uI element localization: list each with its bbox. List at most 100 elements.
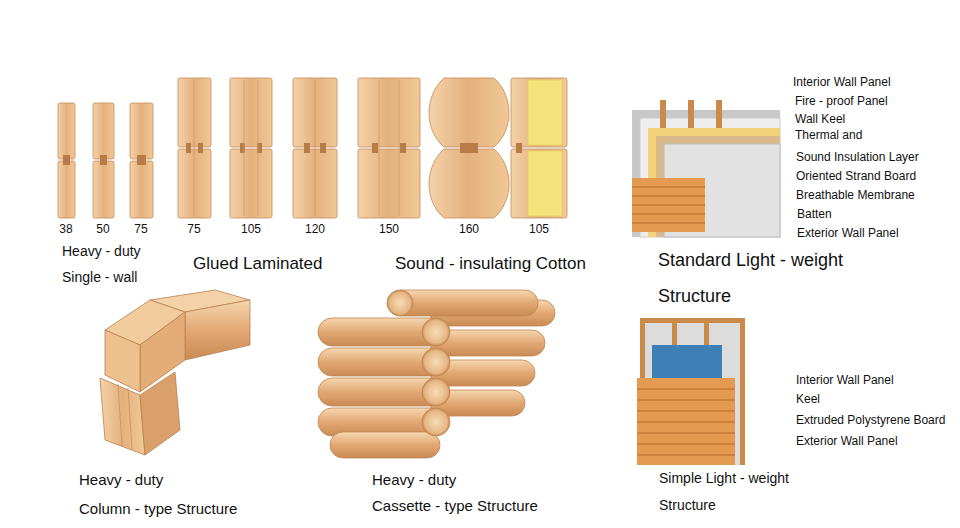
groove [304,143,310,153]
groove [63,155,70,165]
dimension-label: 75 [187,222,200,236]
siding-lines [632,187,705,223]
groove [320,143,326,153]
wall-profiles [58,78,567,218]
round-log-profile [429,149,509,218]
groove-line [128,388,132,450]
corner-joint [100,290,250,455]
category-label: Glued Laminated [193,254,322,274]
profile-block [511,78,567,147]
round-log-profile [429,78,509,147]
groove [460,143,478,153]
insulation-core [528,151,562,216]
siding-line [632,187,705,188]
profile-block [178,149,211,218]
siding-line [637,389,735,390]
profile-block [511,149,567,218]
lamella-line [379,80,380,216]
profile-block [230,78,272,147]
dimension-label: 160 [459,222,479,236]
siding-lines [637,389,735,455]
structure-title: Simple Light - weight Structure [659,465,829,519]
simple-wall-section [637,318,745,465]
siding-line [637,411,735,412]
siding-line [632,205,705,206]
layer-label: Wall Keel [795,112,845,126]
log [330,432,440,458]
layer-label: Interior Wall Panel [793,75,891,89]
groove [186,143,191,153]
top-plate [640,318,745,323]
structure-title: Column - type Structure [79,500,237,518]
interior-panel [632,110,780,237]
layer-label: Fire - proof Panel [795,94,888,108]
category-label: Sound - insulating Cotton [395,254,586,274]
post [100,378,145,455]
dimension-label: 120 [305,222,325,236]
structure-title: Cassette - type Structure [372,497,538,515]
log-end [387,290,413,316]
log-corner [318,290,555,458]
groove [516,143,522,153]
siding-line [632,196,705,197]
layer-label: Batten [797,207,832,221]
dimension-label: 105 [529,222,549,236]
layer-label: Breathable Membrane [796,188,915,202]
log-end [422,318,450,346]
structure-title: Standard Light - weight Structure [658,242,908,314]
dimension-label: 150 [379,222,399,236]
exterior-siding [632,178,705,232]
profile-block [130,161,153,218]
standard-wall-section [632,100,780,237]
groove-line [118,384,122,446]
profile-block [358,149,420,218]
profile-grooves [63,143,522,165]
dimension-label: 50 [96,222,109,236]
profile-block [58,161,75,218]
lamella-lines [194,80,399,216]
log [388,290,538,316]
log-end [422,408,450,436]
beam-side [185,300,250,360]
groove [137,155,146,165]
layer-label: Exterior Wall Panel [797,226,899,240]
lamella-line [194,80,195,216]
layer-label: Sound Insulation Layer [796,150,919,164]
siding-line [632,214,705,215]
dimension-label: 75 [134,222,147,236]
category-label: Heavy - duty Single - wall [62,238,162,290]
profile-block [130,103,153,159]
layer-label: Interior Wall Panel [796,373,894,387]
lamella-line [258,80,259,216]
profile-block [58,103,75,159]
profile-block [230,149,272,218]
structure-title: Heavy - duty [372,471,456,489]
dimension-label: 105 [241,222,261,236]
profile-block [178,78,211,147]
siding-line [637,433,735,434]
profile-block [93,103,114,159]
profile-block [358,78,420,147]
groove [198,143,203,153]
lamella-line [399,80,400,216]
lamella-line [244,80,245,216]
exterior-siding [637,378,735,465]
layer-label: Extruded Polystyrene Board [796,413,945,427]
structure-title: Heavy - duty [79,471,163,489]
layer-label: Oriented Strand Board [796,169,916,183]
keel [740,318,745,465]
lamella-line [315,80,316,216]
dimension-label: 38 [59,222,72,236]
groove [400,143,406,153]
layer-label: Exterior Wall Panel [796,434,898,448]
siding-line [632,223,705,224]
groove [100,155,107,165]
log-end [422,348,450,376]
insulation-core [528,80,562,145]
profile-block [93,161,114,218]
siding-line [637,455,735,456]
siding-line [637,444,735,445]
siding-line [637,400,735,401]
log-end [422,378,450,406]
